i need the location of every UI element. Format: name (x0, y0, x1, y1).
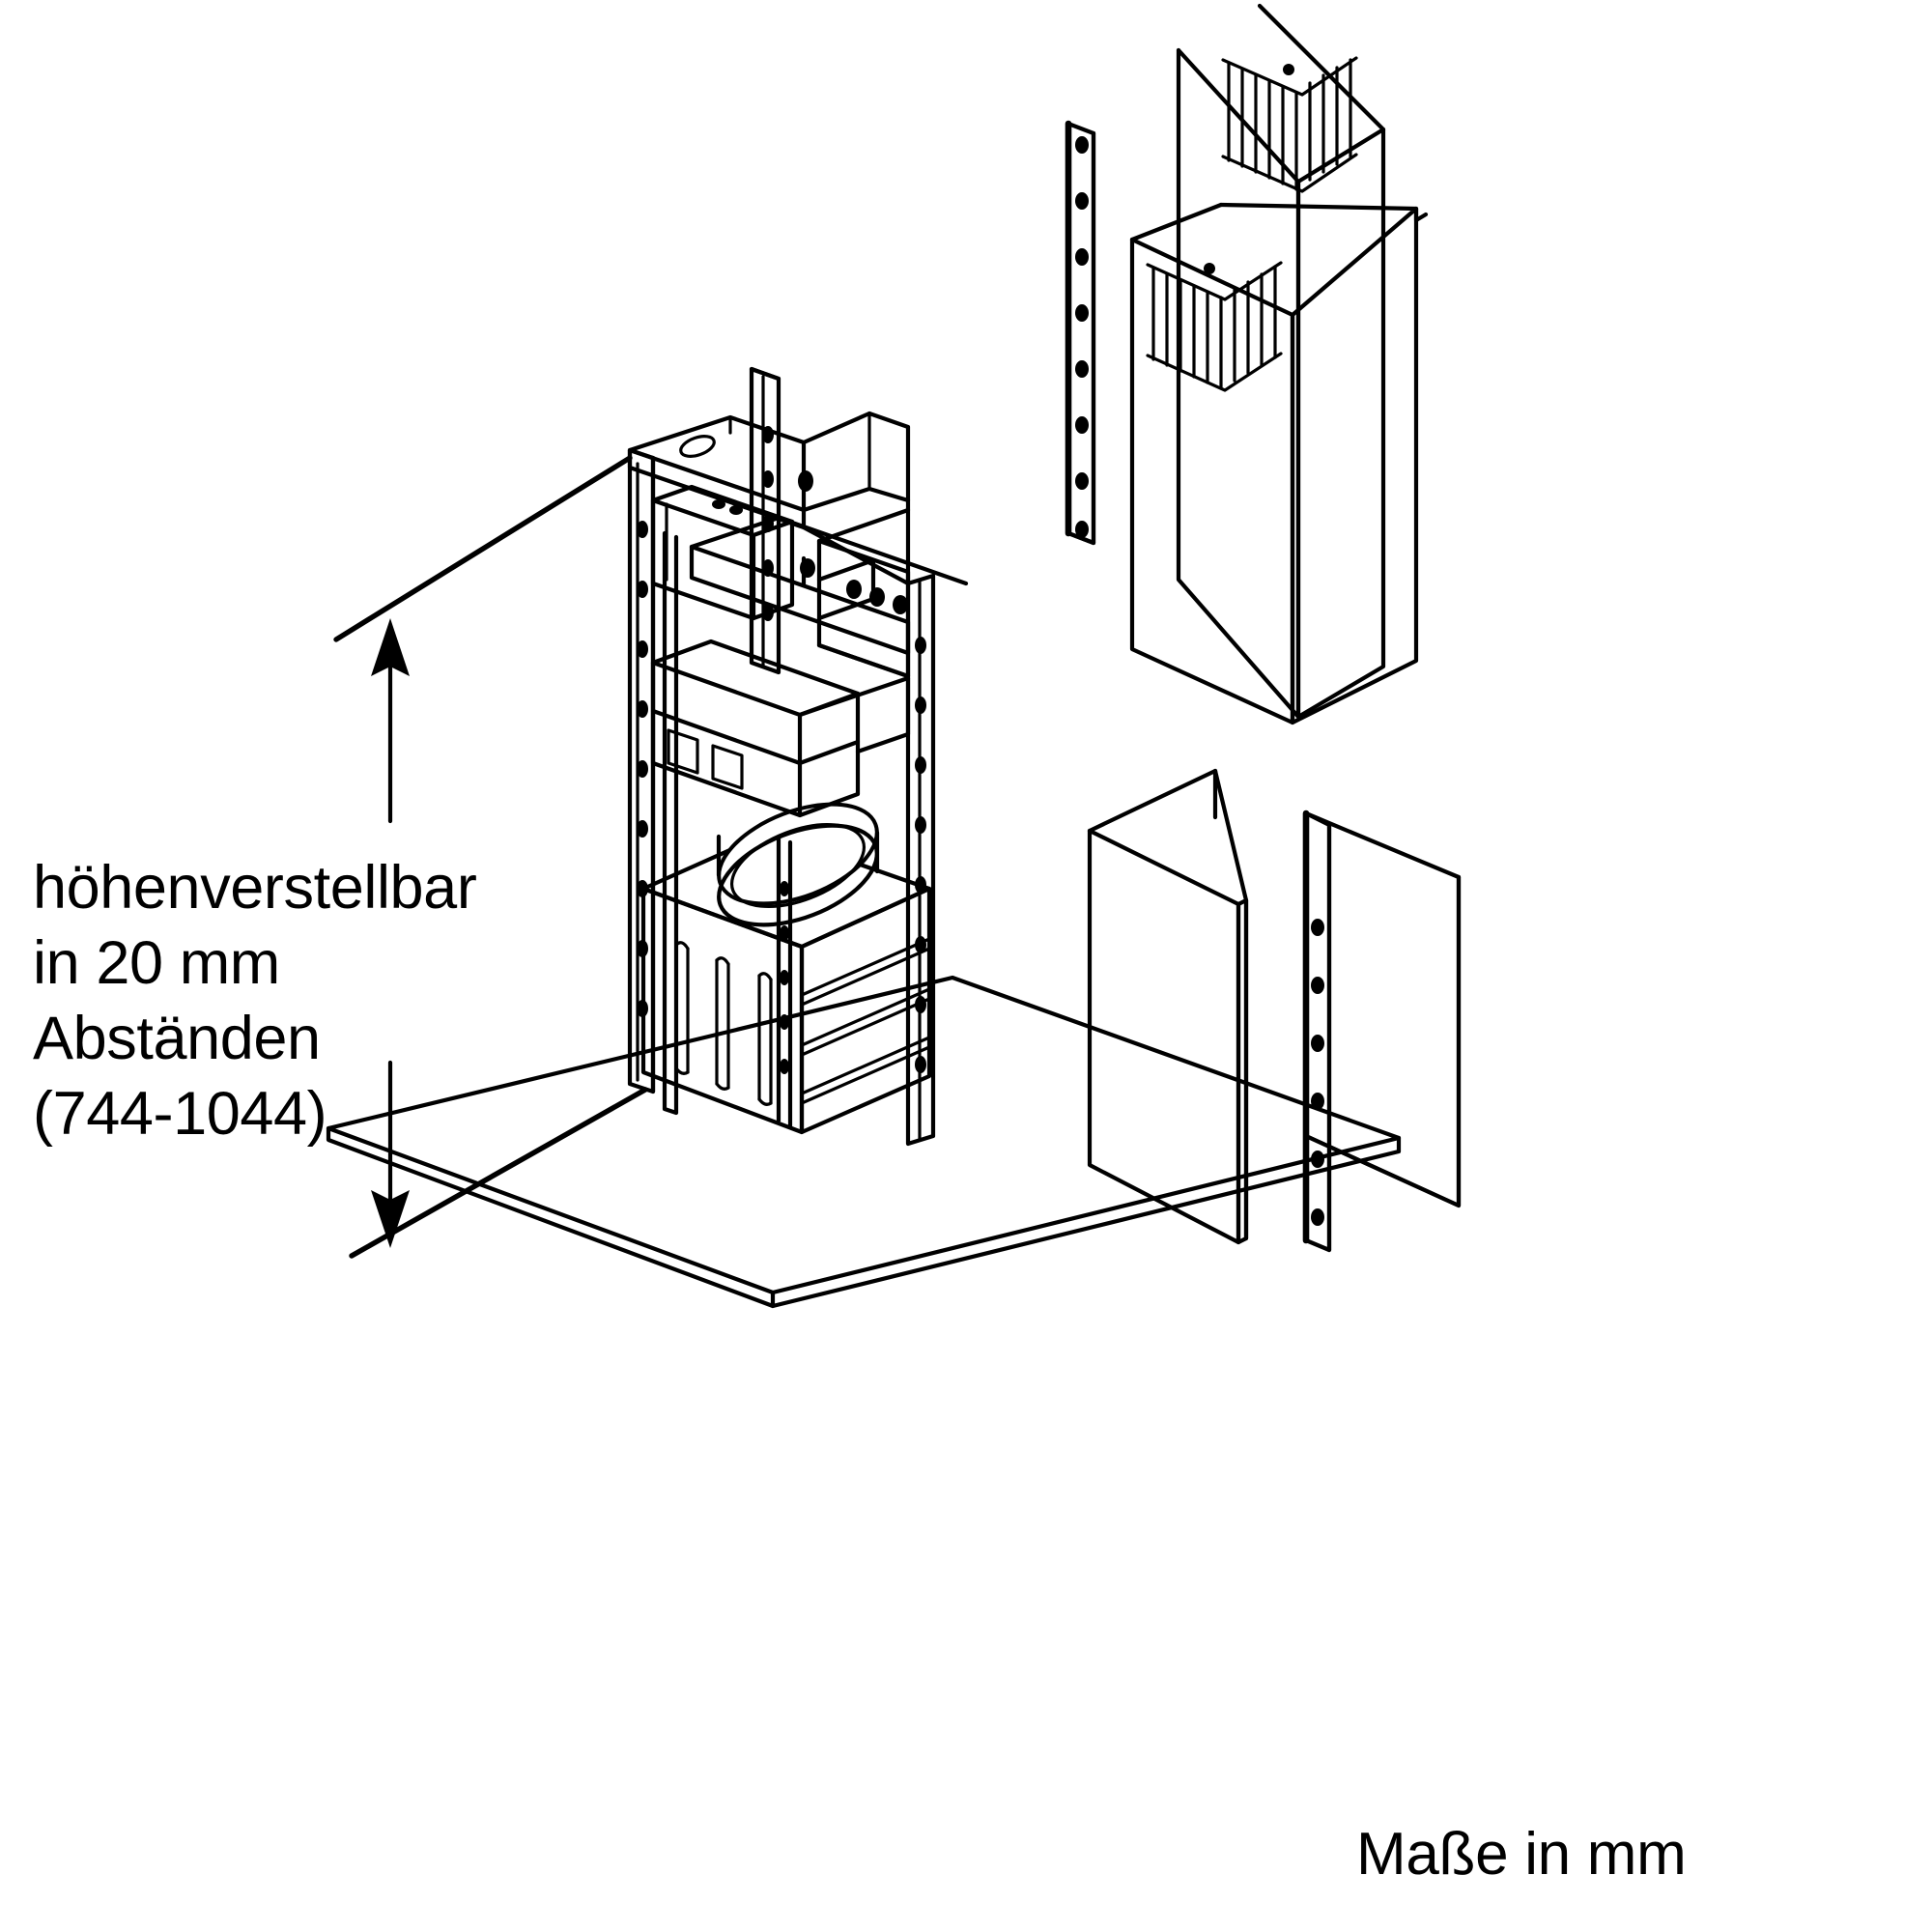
upper-inner-vent-grille (1146, 261, 1283, 392)
mounting-frame-mid-rail (650, 484, 795, 621)
note-line-1: höhenverstellbar (33, 854, 477, 922)
unit-note: Maße in mm (1356, 1821, 1687, 1888)
note-line-2: in 20 mm (33, 929, 280, 997)
upper-chimney-cover-outer (1176, 3, 1386, 720)
ceiling-panel (326, 975, 1402, 1309)
lower-chimney-cover-front (1087, 768, 1249, 1245)
perforated-mounting-rail-upper (1065, 120, 1096, 546)
mounting-frame-right-gusset (816, 507, 911, 679)
dimension-leader-upper (333, 455, 633, 642)
dimension-arrow-down (371, 1060, 410, 1248)
dimension-arrow-up (371, 618, 410, 824)
height-adjustment-note: höhenverstellbar in 20 mm Abständen (744… (33, 850, 767, 1151)
mounting-frame-lower-rail (650, 639, 911, 818)
note-line-4: (744-1044) (33, 1080, 327, 1148)
round-air-outlet-collar (716, 802, 880, 927)
dimension-leader-lower (349, 1087, 648, 1259)
perforated-mounting-rail-lower (1302, 810, 1332, 1253)
upper-chimney-cover-inner (1129, 202, 1429, 725)
mounting-frame-right-rail (905, 573, 936, 1147)
note-line-3: Abständen (33, 1005, 321, 1072)
upper-outer-vent-grille (1221, 56, 1358, 193)
mounting-frame-left-flange (662, 530, 679, 1116)
